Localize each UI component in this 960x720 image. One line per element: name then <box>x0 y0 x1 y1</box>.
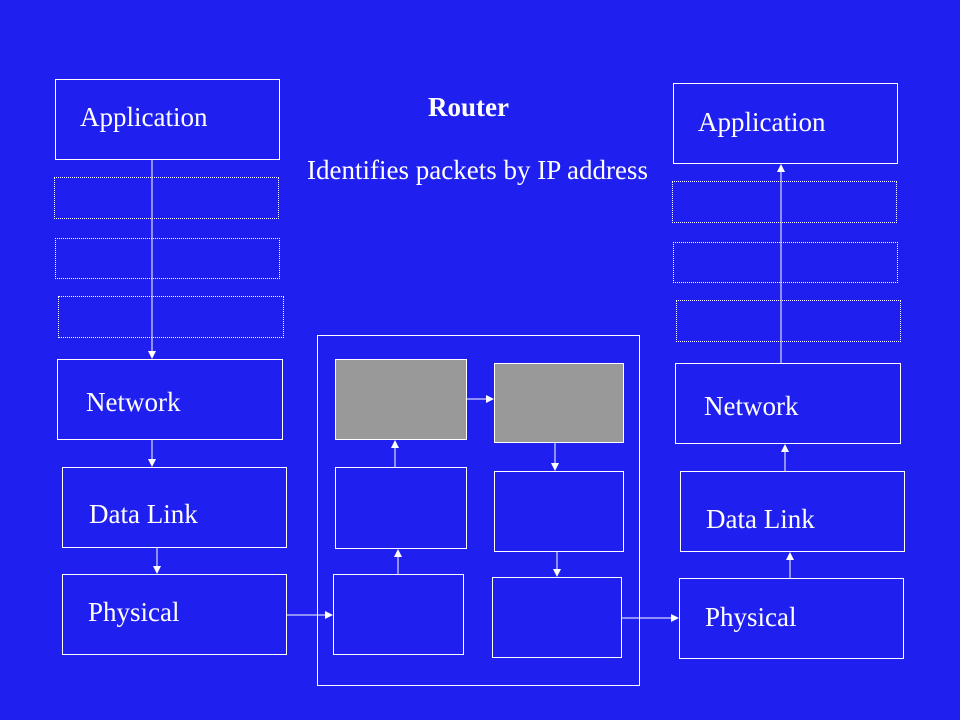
right-physical-layer <box>679 578 904 659</box>
right-empty-layer-3 <box>676 300 901 342</box>
right-data-link-label: Data Link <box>706 504 815 534</box>
left-physical-label: Physical <box>88 597 180 627</box>
router-caption: Identifies packets by IP address <box>307 155 648 185</box>
left-network-label: Network <box>86 387 181 417</box>
right-application-label: Application <box>698 107 826 137</box>
left-empty-layer-3 <box>58 296 284 338</box>
right-physical-label: Physical <box>705 602 797 632</box>
left-application-label: Application <box>80 102 208 132</box>
left-data-link-label: Data Link <box>89 499 198 529</box>
router-physical-in <box>333 574 464 655</box>
router-network-out <box>494 363 624 443</box>
left-data-link-layer <box>62 467 287 548</box>
left-application-layer <box>55 79 280 160</box>
left-network-layer <box>57 359 283 440</box>
router-data-link-in <box>335 467 467 549</box>
router-physical-out <box>492 577 622 658</box>
right-data-link-layer <box>680 471 905 552</box>
router-data-link-out <box>494 471 624 552</box>
router-title: Router <box>428 92 509 122</box>
left-physical-layer <box>62 574 287 655</box>
left-empty-layer-2 <box>55 238 280 279</box>
left-empty-layer-1 <box>54 177 279 219</box>
router-container <box>317 335 640 686</box>
right-network-layer <box>675 363 901 444</box>
right-application-layer <box>673 83 898 164</box>
right-network-label: Network <box>704 391 799 421</box>
router-network-in <box>335 359 467 440</box>
right-empty-layer-1 <box>672 181 897 223</box>
right-empty-layer-2 <box>673 242 898 283</box>
